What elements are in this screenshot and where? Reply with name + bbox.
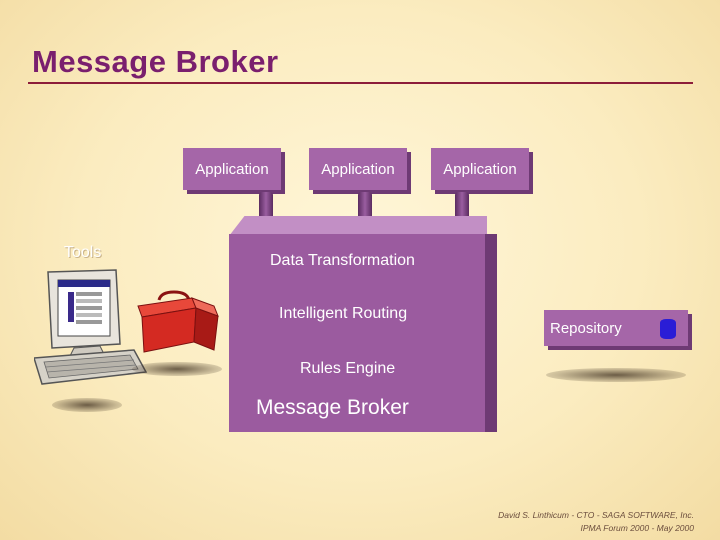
footer-author: David S. Linthicum - CTO - SAGA SOFTWARE… bbox=[498, 510, 694, 520]
computer-shadow bbox=[52, 398, 122, 412]
application-box-2: Application bbox=[309, 148, 407, 190]
computer-icon bbox=[34, 269, 148, 385]
broker-item-intelligent-routing: Intelligent Routing bbox=[279, 305, 408, 322]
broker-box-top bbox=[229, 216, 487, 236]
toolbox-icon bbox=[137, 290, 219, 353]
slide-title: Message Broker bbox=[32, 44, 279, 79]
tools-label: Tools bbox=[64, 244, 102, 261]
broker-name: Message Broker bbox=[256, 396, 409, 419]
footer-event: IPMA Forum 2000 - May 2000 bbox=[580, 523, 694, 533]
toolbox-shadow bbox=[132, 362, 222, 376]
repository-shadow bbox=[546, 368, 686, 382]
repository-label: Repository bbox=[550, 319, 622, 337]
application-box-1: Application bbox=[183, 148, 281, 190]
broker-item-data-transformation: Data Transformation bbox=[270, 252, 415, 269]
message-broker-box bbox=[229, 234, 485, 432]
title-divider bbox=[28, 82, 693, 84]
application-box-3: Application bbox=[431, 148, 529, 190]
database-icon bbox=[660, 319, 676, 339]
repository-box: Repository bbox=[544, 310, 688, 346]
broker-item-rules-engine: Rules Engine bbox=[300, 360, 396, 377]
